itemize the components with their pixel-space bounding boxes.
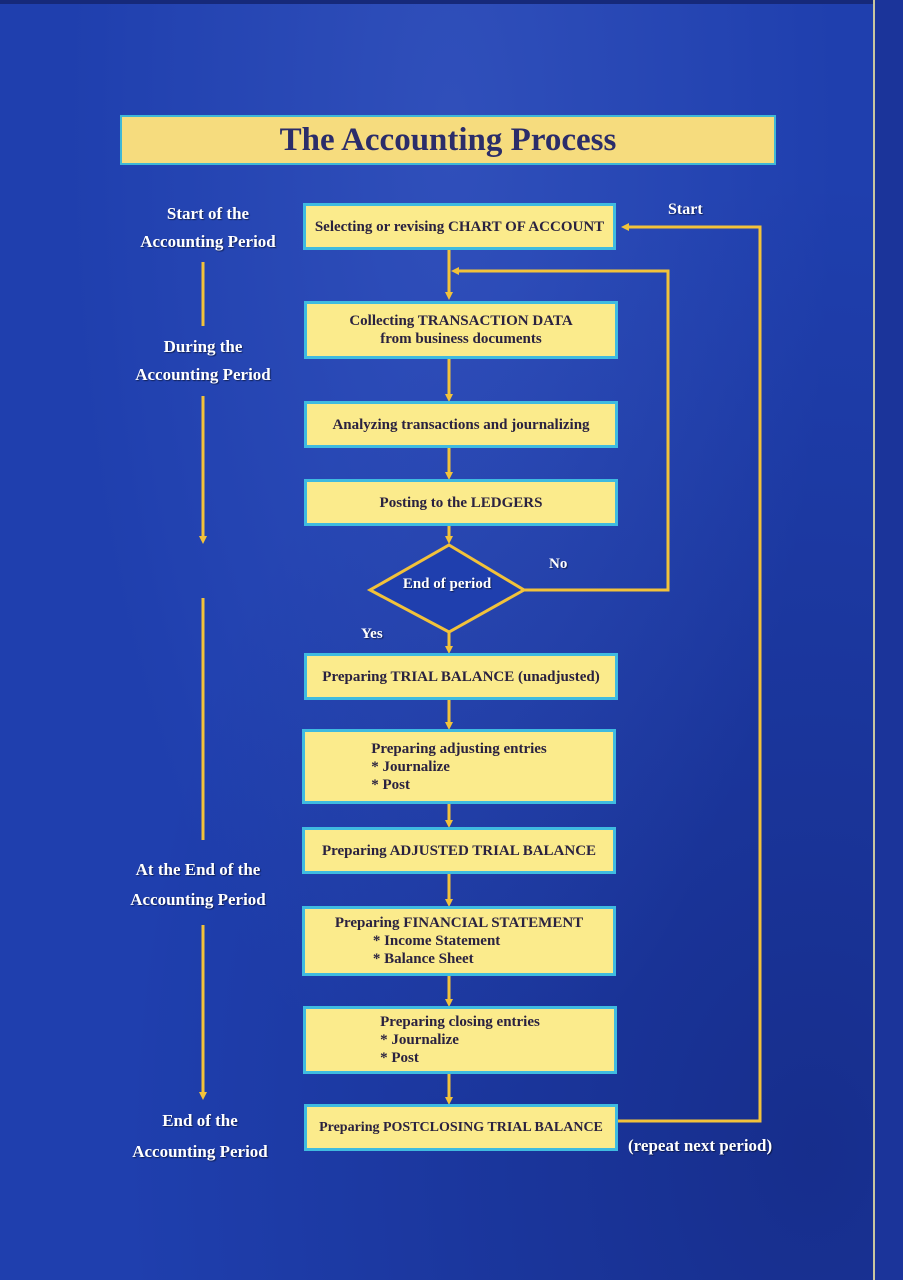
no-label: No <box>549 556 568 572</box>
step-text: * Journalize <box>380 1032 459 1048</box>
step-chart-of-account: Selecting or revising CHART OF ACCOUNT <box>303 203 616 250</box>
repeat-next-period-label: (repeat next period) <box>628 1136 773 1155</box>
step-text: * Journalize <box>371 758 450 775</box>
page-title: The Accounting Process <box>120 115 776 165</box>
step-post-ledgers: Posting to the LEDGERS <box>304 479 618 526</box>
step-text: * Income Statement <box>372 933 501 949</box>
step-lines: Preparing FINANCIAL STATEMENT * Income S… <box>335 914 583 968</box>
step-text: Analyzing transactions and journalizing <box>332 416 590 433</box>
step-financial-statement: Preparing FINANCIAL STATEMENT * Income S… <box>302 906 616 976</box>
step-adjusted-trial-balance: Preparing ADJUSTED TRIAL BALANCE <box>302 827 616 874</box>
phase-during-line-1: During the <box>163 337 243 356</box>
step-text: * Post <box>380 1050 419 1066</box>
phase-start-line-1: Start of the <box>166 204 250 223</box>
step-analyze-journalize: Analyzing transactions and journalizing <box>304 401 618 448</box>
step-adjusting-entries: Preparing adjusting entries * Journalize… <box>302 729 616 804</box>
phase-end-line-1: End of the <box>162 1111 238 1130</box>
step-text: from business documents <box>380 331 542 347</box>
phase-at-end-line-2: Accounting Period <box>130 890 266 909</box>
step-text: * Balance Sheet <box>372 951 474 967</box>
step-text: Preparing FINANCIAL STATEMENT <box>334 915 584 931</box>
phase-at-end-line-1: At the End of the <box>135 860 261 879</box>
phase-start-label: Start of the Accounting Period <box>118 200 298 256</box>
poster-right-edge <box>873 0 903 1280</box>
step-text: Preparing ADJUSTED TRIAL BALANCE <box>321 842 597 859</box>
step-text: Preparing TRIAL BALANCE (unadjusted) <box>322 668 600 685</box>
step-lines: Preparing adjusting entries * Journalize… <box>371 740 547 794</box>
step-lines: Preparing closing entries * Journalize *… <box>380 1013 540 1067</box>
start-label: Start <box>668 201 703 218</box>
step-text: Preparing adjusting entries <box>371 740 547 757</box>
step-collect-transaction-data: Collecting TRANSACTION DATA from busines… <box>304 301 618 359</box>
poster-top-edge <box>0 0 903 4</box>
phase-end-line-2: Accounting Period <box>132 1142 268 1161</box>
step-trial-balance-unadjusted: Preparing TRIAL BALANCE (unadjusted) <box>304 653 618 700</box>
step-text: Preparing POSTCLOSING TRIAL BALANCE <box>319 1119 603 1135</box>
step-closing-entries: Preparing closing entries * Journalize *… <box>303 1006 617 1074</box>
phase-end-label: End of the Accounting Period <box>110 1105 290 1167</box>
step-postclosing-trial-balance: Preparing POSTCLOSING TRIAL BALANCE <box>304 1104 618 1151</box>
phase-at-end-label: At the End of the Accounting Period <box>108 855 288 915</box>
decision-label: End of period <box>402 576 492 592</box>
yes-label: Yes <box>361 626 383 642</box>
step-text: Posting to the LEDGERS <box>379 494 543 511</box>
step-text: Collecting TRANSACTION DATA <box>349 313 573 329</box>
phase-during-line-2: Accounting Period <box>135 365 271 384</box>
phase-start-line-2: Accounting Period <box>140 232 276 251</box>
decision-diamond <box>366 543 527 634</box>
phase-during-label: During the Accounting Period <box>113 333 293 389</box>
step-text: Selecting or revising CHART OF ACCOUNT <box>314 218 605 235</box>
step-text: Preparing closing entries <box>380 1014 540 1030</box>
step-text: * Post <box>371 776 410 793</box>
